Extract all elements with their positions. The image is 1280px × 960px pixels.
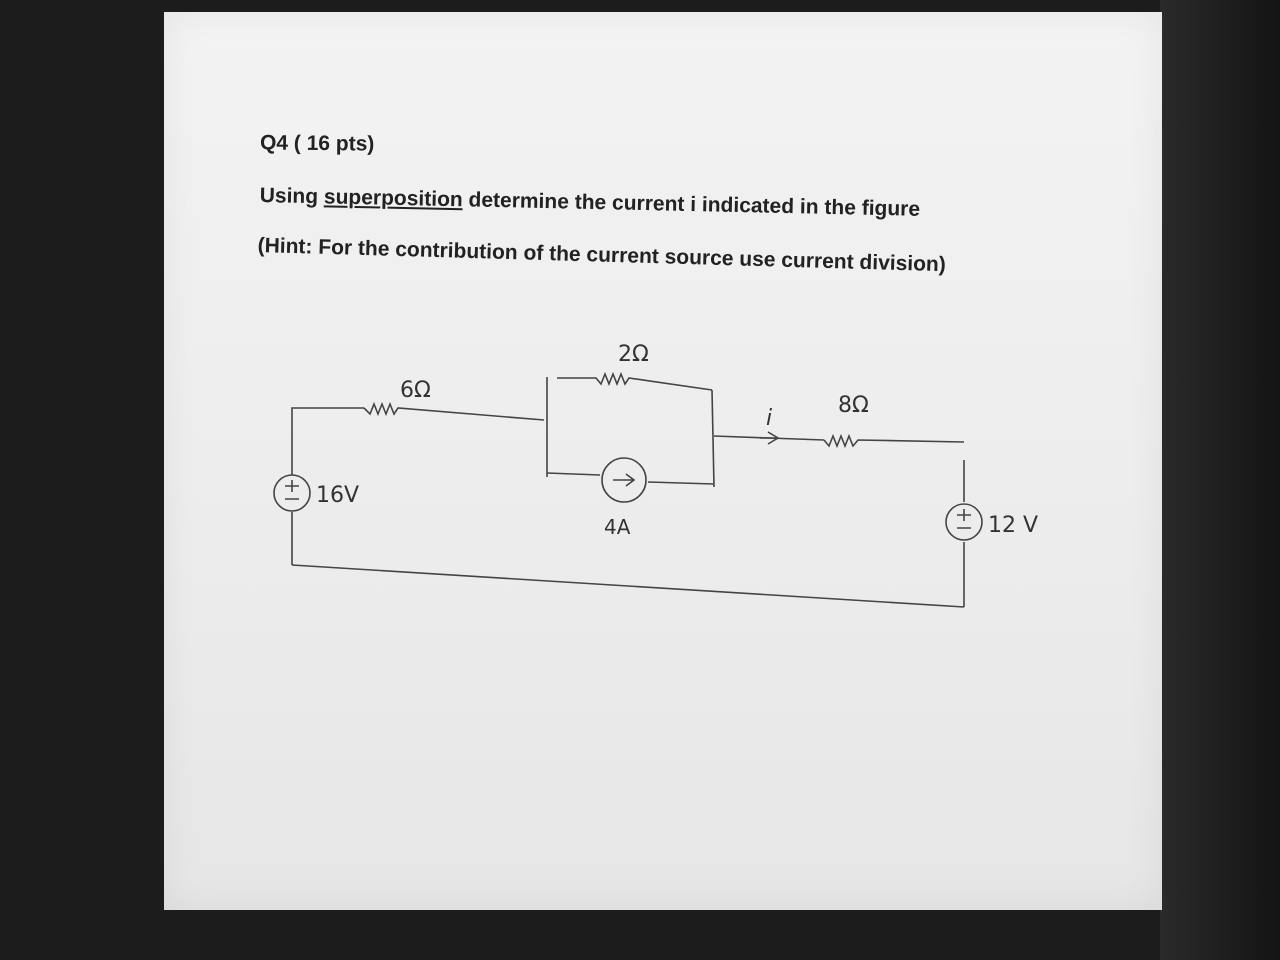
document-page: Q4 ( 16 pts) Using superposition determi…: [164, 12, 1162, 910]
r1-label: 6Ω: [400, 378, 431, 403]
current-arrow: [760, 431, 780, 445]
wire-parallel-right: [711, 389, 715, 488]
r2-label: 2Ω: [618, 342, 649, 367]
resistor-8-ohm: [823, 433, 965, 449]
wire-bottom: [291, 564, 965, 608]
voltage-source-16v-icon: [273, 474, 311, 512]
resistor-2-ohm: [557, 371, 713, 391]
voltage-source-12v-icon: [945, 503, 983, 541]
current-source-icon: [601, 457, 647, 503]
wire-parallel-bottom-left: [546, 472, 601, 476]
wire-parallel-bottom-right: [647, 481, 715, 485]
current-label: i: [766, 406, 772, 431]
source-right-label: 12 V: [988, 513, 1038, 538]
current-source-label: 4A: [604, 515, 631, 539]
monitor-bezel: [1160, 0, 1280, 960]
r3-label: 8Ω: [838, 393, 869, 418]
circuit-diagram: 6Ω 2Ω 8Ω i 16V 12 V 4A: [273, 342, 1038, 608]
source-left-label: 16V: [316, 483, 359, 508]
wire-left-top: [291, 407, 364, 475]
resistor-6-ohm: [363, 401, 545, 421]
